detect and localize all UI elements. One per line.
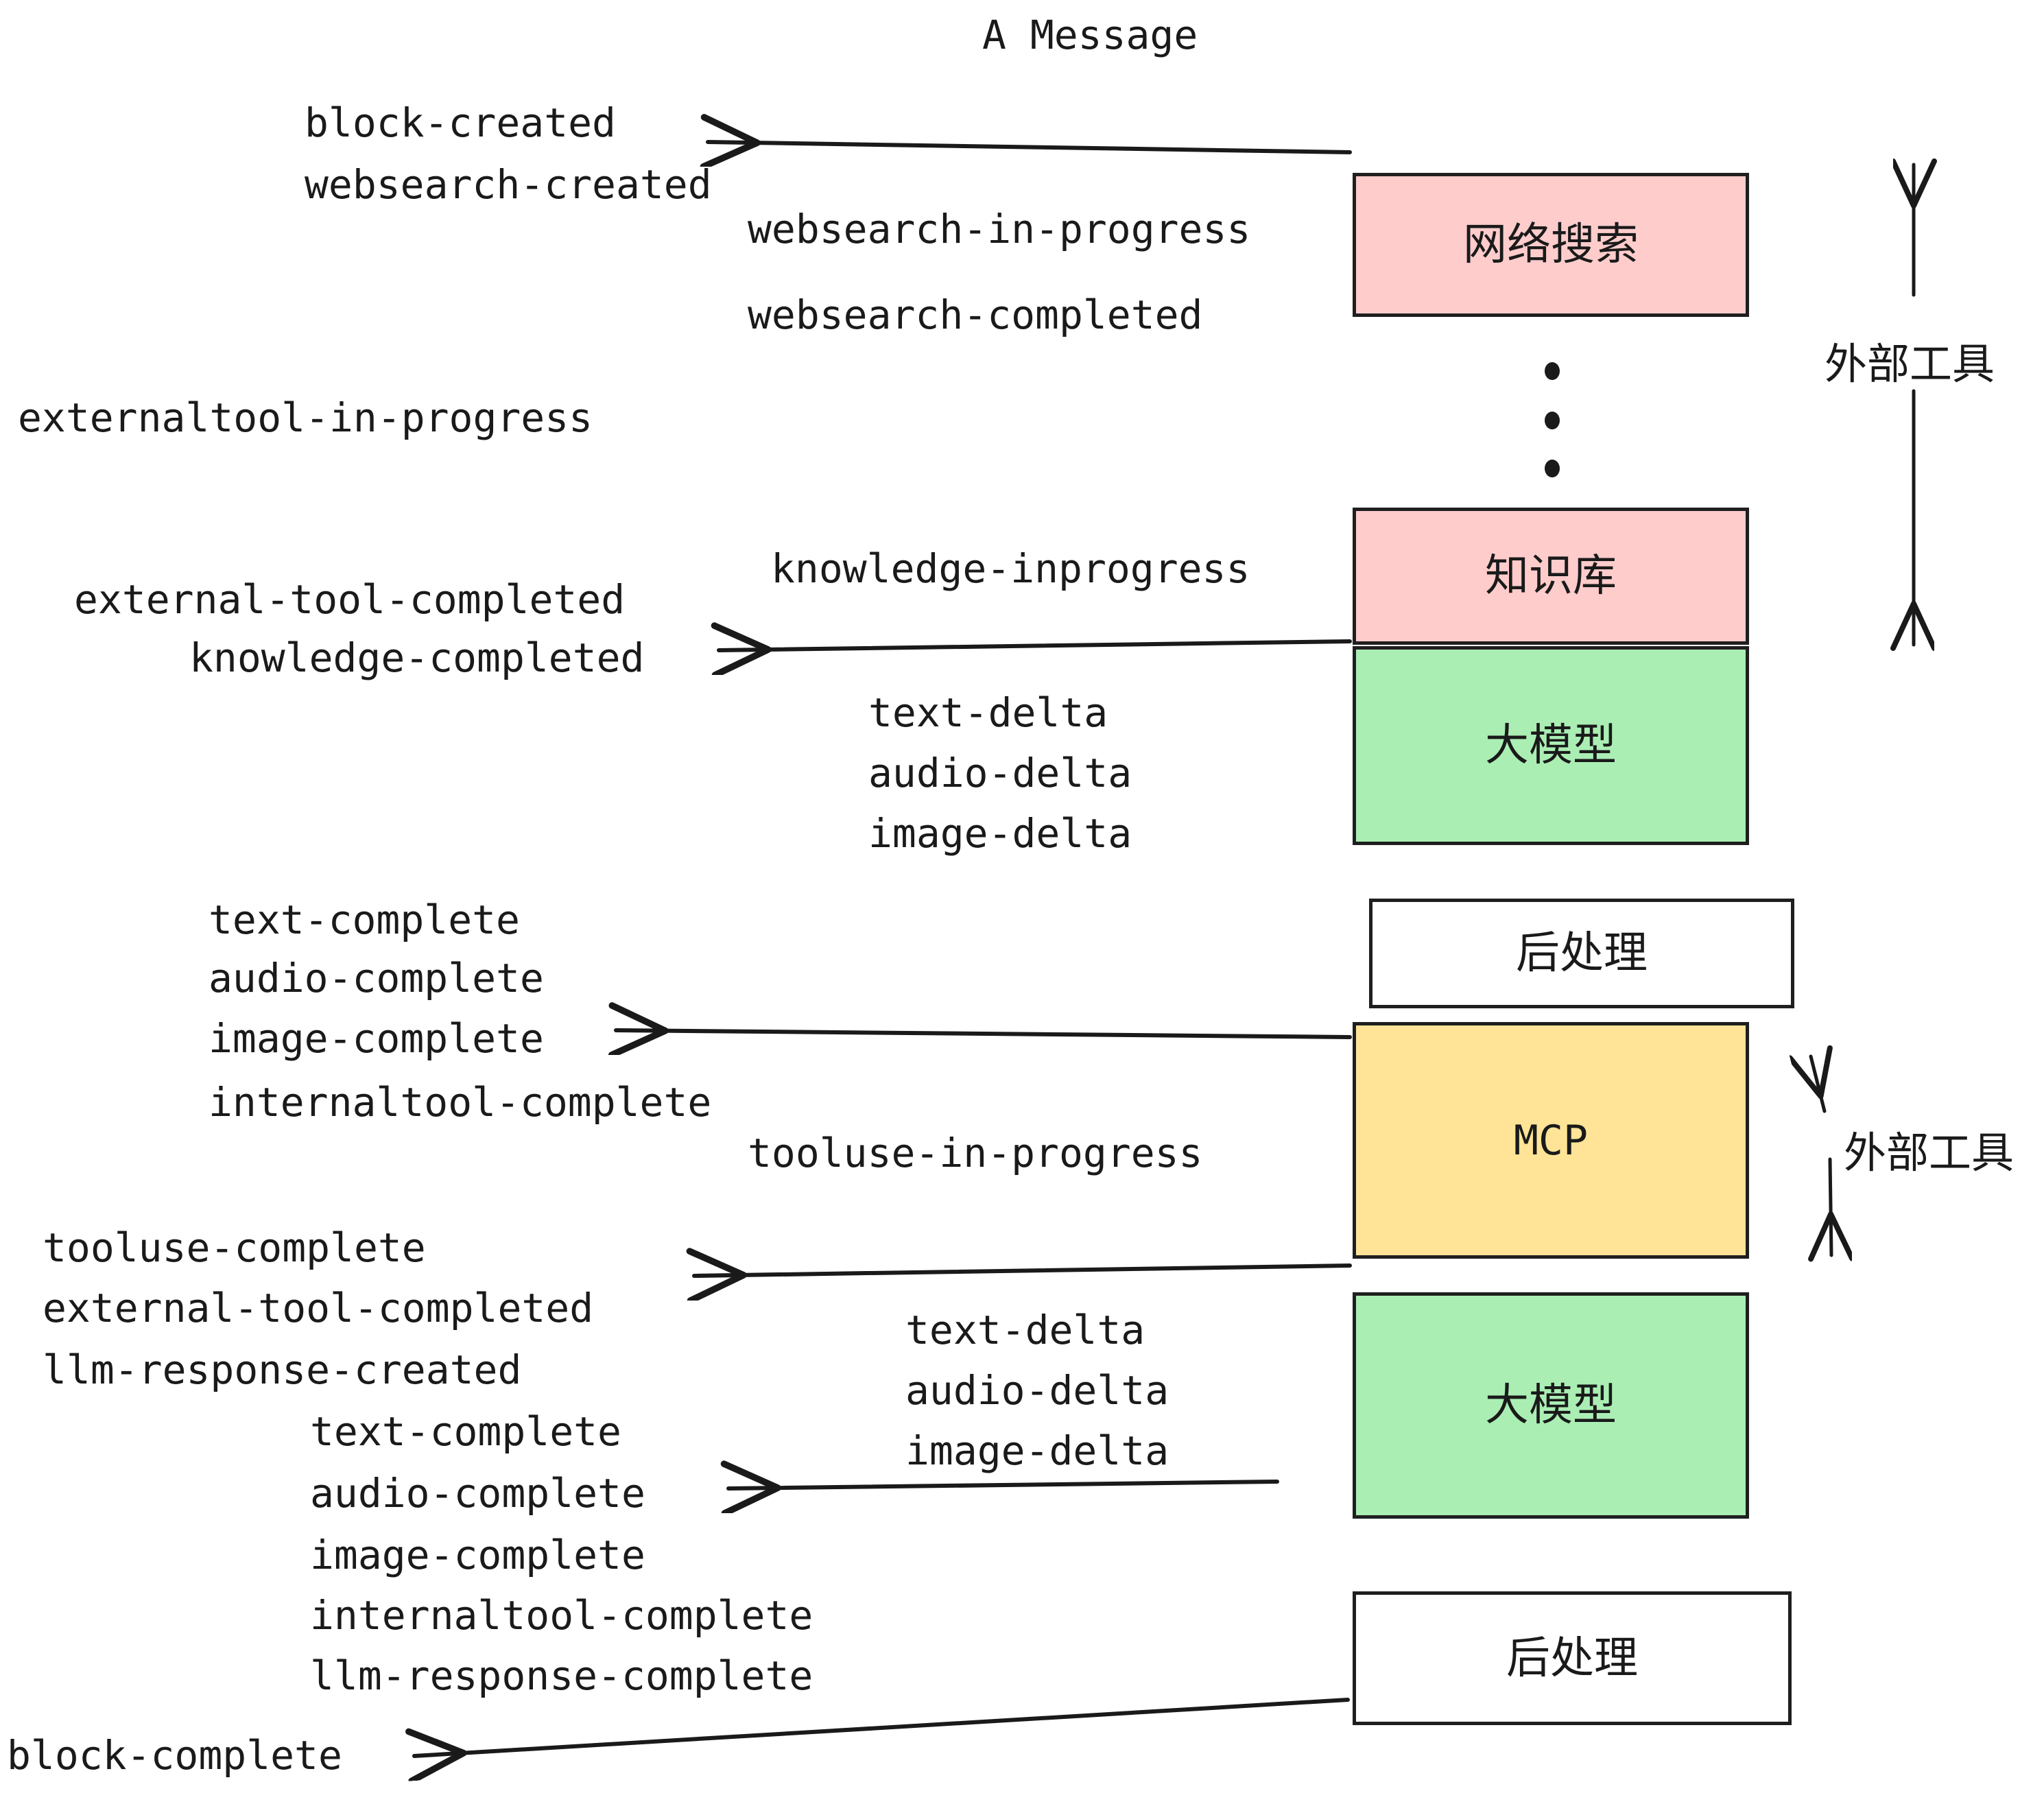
process-box-label: MCP [1513, 1116, 1589, 1165]
process-box-label: 大模型 [1485, 1380, 1617, 1431]
event-label-llm-response-created: llm-response-created [43, 1346, 522, 1393]
process-box-postprocess-bottom: 后处理 [1353, 1591, 1792, 1725]
event-label-image-complete-2: image-complete [310, 1532, 645, 1578]
bracket-bottom-down [1830, 1157, 1831, 1255]
process-box-knowledge: 知识库 [1353, 508, 1749, 645]
process-box-llm-bottom: 大模型 [1353, 1292, 1749, 1519]
event-label-internaltool-complete-1: internaltool-complete [209, 1079, 712, 1126]
process-box-label: 后处理 [1516, 928, 1648, 979]
ellipsis-dot-1 [1545, 362, 1560, 380]
event-label-websearch-created: websearch-created [305, 161, 712, 208]
event-label-tooluse-in-progress: tooluse-in-progress [748, 1130, 1203, 1176]
event-label-image-delta-2: image-delta [905, 1427, 1169, 1474]
event-label-internaltool-complete-2: internaltool-complete [310, 1592, 813, 1639]
event-label-external-tool-completed-2: external-tool-completed [43, 1285, 594, 1331]
side-label-external-tools-bottom: 外部工具 [1844, 1128, 2015, 1178]
arrow-audio-complete [728, 1482, 1279, 1488]
arrow-tooluse-complete [694, 1266, 1352, 1276]
event-label-image-delta-1: image-delta [868, 810, 1132, 857]
page-title: A Message [982, 12, 1198, 58]
event-label-audio-delta-1: audio-delta [868, 750, 1132, 796]
event-label-websearch-completed: websearch-completed [748, 292, 1203, 338]
event-label-tooluse-complete: tooluse-complete [43, 1224, 426, 1271]
process-box-llm-top: 大模型 [1353, 646, 1749, 845]
event-label-audio-delta-2: audio-delta [905, 1367, 1169, 1414]
process-box-postprocess-top: 后处理 [1369, 899, 1794, 1008]
event-label-text-delta-1: text-delta [868, 689, 1108, 736]
event-label-llm-response-complete: llm-response-complete [310, 1652, 813, 1699]
event-label-external-tool-completed-1: external-tool-completed [74, 576, 626, 623]
ellipsis-dot-2 [1545, 412, 1560, 429]
event-label-externaltool-in-progress: externaltool-in-progress [18, 394, 593, 441]
event-label-knowledge-inprogress: knowledge-inprogress [771, 545, 1250, 592]
event-label-image-complete-1: image-complete [209, 1015, 544, 1062]
process-box-label: 后处理 [1506, 1633, 1638, 1684]
event-label-knowledge-completed: knowledge-completed [189, 634, 645, 681]
event-label-block-complete: block-complete [7, 1732, 342, 1779]
event-label-text-delta-2: text-delta [905, 1307, 1145, 1353]
process-box-mcp: MCP [1353, 1022, 1749, 1259]
event-label-block-created: block-created [305, 99, 616, 146]
event-label-text-complete-2: text-complete [310, 1408, 621, 1455]
side-label-external-tools-top: 外部工具 [1825, 339, 1995, 389]
process-box-label: 大模型 [1485, 720, 1617, 771]
process-box-websearch: 网络搜索 [1353, 173, 1749, 317]
bracket-bottom-up [1811, 1056, 1825, 1113]
process-box-label: 网络搜索 [1463, 219, 1639, 270]
arrow-block-created [708, 142, 1352, 152]
process-box-label: 知识库 [1485, 551, 1617, 602]
event-label-audio-complete-2: audio-complete [310, 1470, 645, 1517]
arrow-image-complete [616, 1030, 1352, 1037]
ellipsis-dot-3 [1545, 460, 1560, 477]
event-label-audio-complete-1: audio-complete [209, 955, 544, 1001]
arrow-block-complete [414, 1698, 1350, 1756]
arrow-knowledge-completed [719, 641, 1352, 650]
event-label-websearch-in-progress: websearch-in-progress [748, 206, 1251, 252]
event-label-text-complete-1: text-complete [209, 897, 520, 943]
